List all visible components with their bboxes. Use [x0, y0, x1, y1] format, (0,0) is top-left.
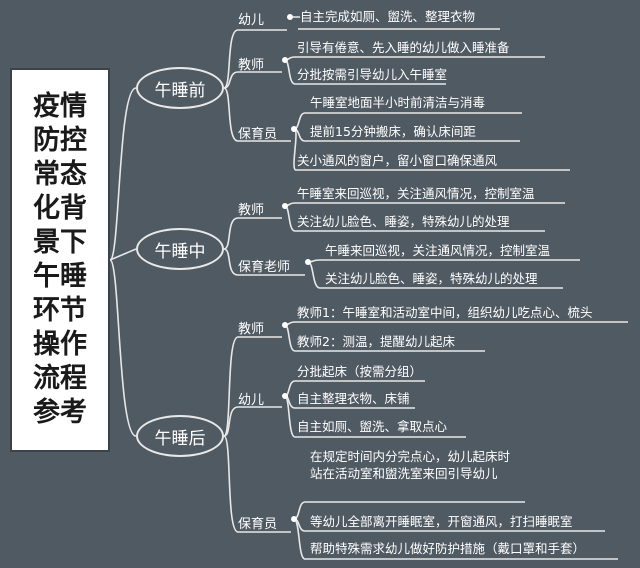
phase-node-after-nap: 午睡后 [136, 415, 224, 457]
leaf-item: 帮助特殊需求幼儿做好防护措施（戴口罩和手套） [310, 541, 586, 556]
phase-node-before-nap: 午睡前 [136, 67, 224, 109]
title-line: 防控 [33, 125, 87, 156]
title-line: 环节 [33, 295, 87, 326]
connector-phase-role [223, 248, 305, 276]
connector-dot [282, 203, 288, 209]
role-label: 教师 [238, 203, 265, 218]
leaf-item: 午睡来回巡视，关注通风情况，控制室温 [325, 243, 551, 258]
connector-dot [282, 57, 288, 63]
connector-leaf [293, 16, 500, 30]
role-label: 保育员 [238, 517, 278, 532]
leaf-item: 引导有倦意、先入睡的幼儿做入睡准备 [297, 40, 510, 55]
connector-phase-role [223, 406, 282, 437]
connector-dot [305, 259, 311, 265]
title-line: 午睡 [33, 261, 87, 292]
title-line: 流程 [33, 363, 87, 394]
leaf-item: 自主整理衣物、床铺 [297, 391, 410, 406]
leaf-item: 在规定时间内分完点心，幼儿起床时站在活动室和盥洗室来回引导幼儿 [310, 449, 511, 481]
connector-phase-role [223, 87, 291, 142]
leaf-item: 午睡室来回巡视，关注通风情况，控制室温 [297, 186, 535, 201]
leaf-item: 分批按需引导幼儿入午睡室 [297, 67, 448, 82]
connector-leaf [284, 56, 545, 61]
phase-node-during-nap: 午睡中 [136, 228, 224, 270]
leaf-item: 提前15分钟搬床，确认床间距 [310, 124, 476, 139]
connector-leaf [307, 259, 580, 263]
role-label: 保育老师 [238, 260, 291, 275]
connector-dot [287, 14, 293, 20]
title-line: 疫情 [33, 91, 87, 122]
title-line: 景下 [33, 227, 87, 258]
role-label: 教师 [238, 322, 265, 337]
role-label: 幼儿 [238, 13, 265, 28]
connector-title-after [109, 259, 137, 437]
connector-phase-role [223, 435, 291, 533]
leaf-item: 关注幼儿脸色、睡姿，特殊幼儿的处理 [325, 271, 538, 286]
connector-phase-role [223, 336, 282, 437]
connector-phase-role [223, 71, 282, 89]
leaf-item: 关小通风的窗户，留小窗口确保通风 [297, 153, 498, 168]
role-label: 幼儿 [238, 393, 265, 408]
leaf-item: 关注幼儿脸色、睡姿，特殊幼儿的处理 [297, 214, 510, 229]
connector-title-during [109, 248, 137, 261]
connector-phase-role [223, 29, 287, 89]
role-label: 教师 [238, 58, 265, 73]
connector-leaf [284, 321, 628, 326]
connector-title-before [109, 87, 137, 261]
leaf-item: 等幼儿全部离开睡眠室，开窗通风，打扫睡眠室 [310, 514, 573, 529]
connector-dot [282, 393, 288, 399]
leaf-item: 分批起床（按需分组） [297, 364, 423, 379]
leaf-item: 教师2：测温，提醒幼儿起床 [297, 334, 455, 349]
connector-phase-role [223, 217, 282, 250]
connector-dot [291, 516, 297, 522]
role-label: 保育员 [238, 127, 278, 142]
connector-dot [282, 322, 288, 328]
title-line: 化背 [33, 193, 87, 224]
title-line: 常态 [33, 159, 87, 190]
title-line: 参考 [33, 397, 87, 428]
leaf-item: 午睡室地面半小时前清洁与消毒 [310, 95, 486, 110]
leaf-item: 教师1：午睡室和活动室中间，组织幼儿吃点心、梳头 [297, 305, 593, 320]
connector-leaf [284, 202, 565, 207]
title-line: 操作 [33, 329, 87, 360]
leaf-item: 自主如厕、盥洗、拿取点心 [297, 419, 448, 434]
connector-dot [291, 126, 297, 132]
central-title: 疫情 防控 常态 化背 景下 午睡 环节 操作 流程 参考 [10, 68, 110, 452]
leaf-item: 自主完成如厕、盥洗、整理衣物 [300, 9, 476, 24]
